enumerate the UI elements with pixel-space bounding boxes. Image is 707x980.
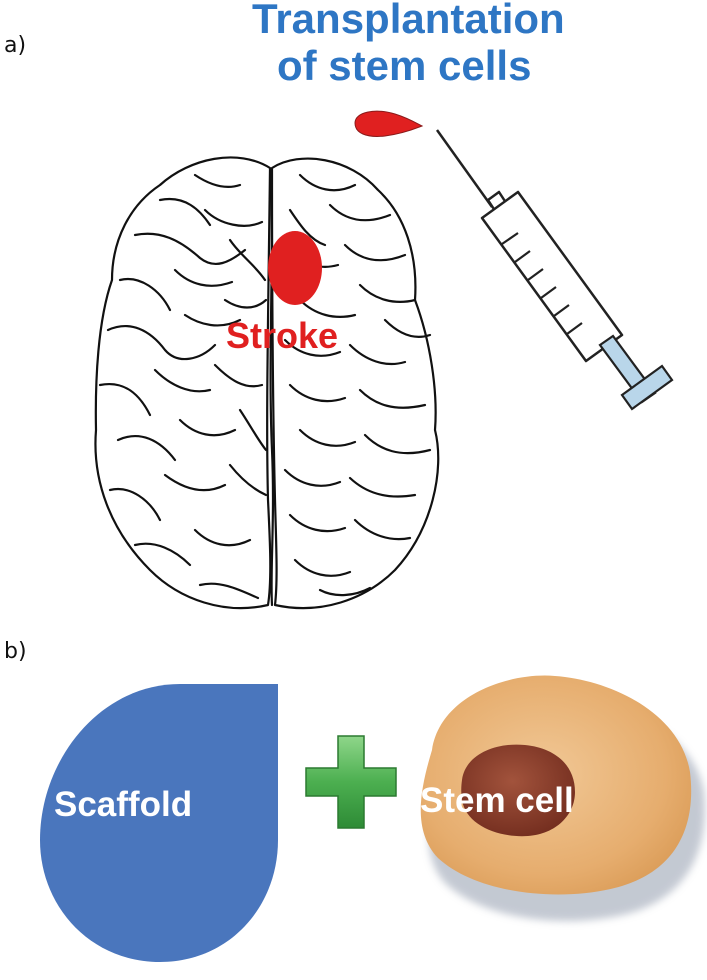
- title-line-1: Transplantation: [252, 0, 565, 42]
- brain-illustration: [94, 156, 440, 610]
- brain-gyri-left: [98, 173, 268, 600]
- syringe-barrel: [480, 190, 624, 363]
- scaffold-shape: [40, 684, 278, 962]
- stem-cell-illustration: [420, 675, 705, 922]
- syringe-illustration: [435, 129, 674, 411]
- stem-cell-label: Stem cell: [420, 781, 574, 820]
- panel-a-label: a): [4, 33, 26, 58]
- syringe-needle: [435, 129, 494, 208]
- stem-cell-nucleus: [461, 744, 575, 837]
- syringe-graduations: [501, 232, 583, 335]
- syringe-plunger-cap: [620, 364, 674, 411]
- brain-midline: [269, 168, 275, 607]
- scaffold-label: Scaffold: [54, 785, 192, 824]
- plus-icon: [305, 735, 397, 829]
- stroke-lesion: [268, 231, 322, 305]
- brain-outline: [94, 156, 440, 610]
- panel-b-label: b): [4, 639, 27, 664]
- stroke-label: Stroke: [226, 315, 338, 356]
- title-line-2: of stem cells: [277, 42, 531, 89]
- cell-drop: [354, 110, 424, 137]
